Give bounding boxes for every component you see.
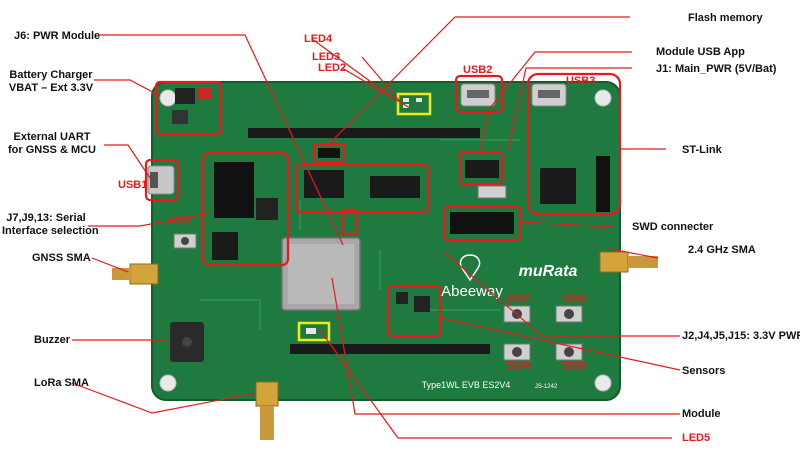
label-flash-memory: Flash memory xyxy=(688,12,763,24)
board-title: Type1WL EVB ES2V4 xyxy=(422,380,511,390)
board-sublogo: Abeeway xyxy=(441,283,503,300)
ghz-sma-connector xyxy=(599,251,658,273)
board-serial: JS-1242 xyxy=(535,384,558,390)
callout-battery xyxy=(154,80,223,136)
push-buttons[interactable] xyxy=(173,185,583,361)
abeeway-pin-icon xyxy=(459,254,481,282)
label-ghz-sma: 2.4 GHz SMA xyxy=(688,244,756,256)
label-sw2: SW2 xyxy=(506,293,530,305)
buzzer xyxy=(170,322,204,362)
label-usb1: USB1 xyxy=(118,179,148,191)
usb3-connector[interactable] xyxy=(531,83,567,107)
callout-usb1 xyxy=(144,158,180,202)
pin-header-bottom xyxy=(290,344,490,354)
usb1-connector[interactable] xyxy=(147,165,175,195)
label-usb2: USB2 xyxy=(463,64,493,76)
label-sw5: SW5 xyxy=(562,360,586,372)
label-led4: LED4 xyxy=(304,33,333,45)
label-battery-line1: Battery Charger xyxy=(9,69,93,81)
callout-usb3 xyxy=(526,72,622,216)
label-j1-main-pwr: J1: Main_PWR (5V/Bat) xyxy=(656,63,777,75)
callout-module-small xyxy=(341,208,359,236)
label-led2: LED2 xyxy=(318,62,347,74)
stlink-mcu xyxy=(540,156,610,212)
callout-j1 xyxy=(458,150,504,186)
label-external-uart: External UART for GNSS & MCU xyxy=(2,131,102,157)
label-led5: LED5 xyxy=(682,432,711,444)
sensors-block xyxy=(396,292,430,312)
label-gnss-sma: GNSS SMA xyxy=(32,252,91,264)
label-3v3-pwr: J2,J4,J5,J15: 3.3V PWR xyxy=(682,330,800,342)
lora-sma-connector xyxy=(255,381,279,440)
gnss-sma-connector xyxy=(112,263,159,285)
label-sw1: SW1 xyxy=(168,215,192,227)
label-st-link: ST-Link xyxy=(682,144,722,156)
label-uart-line2: for GNSS & MCU xyxy=(8,144,96,156)
label-module: Module xyxy=(682,408,721,420)
label-sw4: SW4 xyxy=(506,360,530,372)
swd-connector[interactable] xyxy=(450,212,514,234)
highlight-boxes xyxy=(297,92,432,342)
board-brand: muRata xyxy=(519,263,578,280)
flash-memory-chip xyxy=(318,148,340,158)
label-usb3: USB3 xyxy=(566,75,596,87)
battery-charger-connector xyxy=(172,88,212,124)
callout-j6 xyxy=(294,163,430,214)
label-buzzer: Buzzer xyxy=(34,334,71,346)
callout-swd xyxy=(442,205,522,242)
label-serial-line2: Interface selection xyxy=(2,225,99,237)
pin-header-top xyxy=(248,128,480,138)
callout-sensors xyxy=(386,284,442,338)
label-uart-line1: External UART xyxy=(13,131,91,143)
label-swd-connecter: SWD connecter xyxy=(632,221,714,233)
callout-serial xyxy=(201,151,290,267)
highlight-led2-4 xyxy=(396,92,432,116)
label-led3: LED3 xyxy=(312,51,341,63)
module-shield xyxy=(281,237,361,311)
serial-interface-jumpers[interactable] xyxy=(212,162,278,260)
highlight-led5 xyxy=(297,321,331,342)
label-serial-selection: J7,J9,13: Serial Interface selection xyxy=(2,212,99,238)
label-battery-charger: Battery Charger VBAT – Ext 3.3V xyxy=(6,69,96,95)
label-j6-pwr-module: J6: PWR Module xyxy=(14,30,101,42)
callout-boxes xyxy=(144,72,622,338)
label-battery-line2: VBAT – Ext 3.3V xyxy=(8,82,94,94)
usb2-connector[interactable] xyxy=(460,83,496,107)
label-lora-sma: LoRa SMA xyxy=(34,377,89,389)
j1-jumper[interactable] xyxy=(465,160,499,178)
label-sensors: Sensors xyxy=(682,365,726,377)
label-module-usb-app: Module USB App xyxy=(656,46,745,58)
leader-lines xyxy=(71,16,681,439)
label-sw3: SW3 xyxy=(562,293,586,305)
label-serial-line1: J7,J9,13: Serial xyxy=(6,212,86,224)
